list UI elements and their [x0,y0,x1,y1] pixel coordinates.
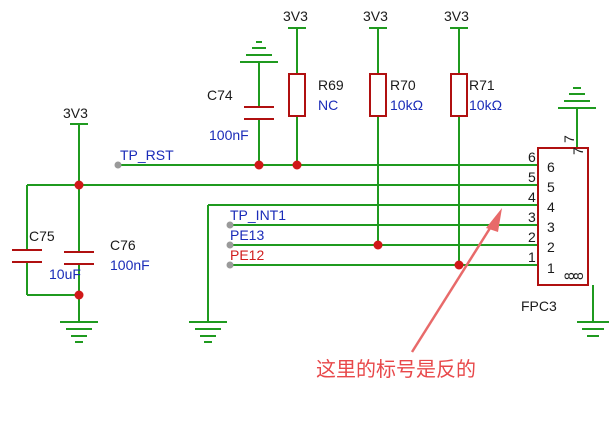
r69-ref: R69 [318,77,344,93]
ground-symbols [60,41,609,343]
pin-outer-2: 2 [528,229,536,245]
vcc-label-r69: 3V3 [283,8,308,24]
pin-7-outer: 7 [561,135,577,143]
r71-ref: R71 [469,77,495,93]
resistor-r69 [288,73,306,117]
r69-value: NC [318,97,338,113]
net-label-pe13: PE13 [230,227,264,243]
pin-inner-5: 5 [547,179,555,195]
gnd-icon-fpc-bottom [577,285,609,337]
vcc-symbols [70,27,468,125]
gnd-icon-fpc [558,87,596,109]
r70-value: 10kΩ [390,97,423,113]
annotation-arrow [410,208,502,353]
pin-inner-3: 3 [547,219,555,235]
gnd-icon-left [60,321,98,343]
pin-outer-4: 4 [528,189,536,205]
vcc-label-r70: 3V3 [363,8,388,24]
pin-outer-3: 3 [528,209,536,225]
r71-value: 10kΩ [469,97,502,113]
pin-inner-2: 2 [547,239,555,255]
vcc-label-r71: 3V3 [444,8,469,24]
pin-8-outer: 8 [570,272,586,280]
c74-value: 100nF [209,127,249,143]
junctions [74,160,464,300]
wires [26,28,578,322]
net-label-pe12: PE12 [230,247,264,263]
c76-value: 100nF [110,257,150,273]
capacitor-c74 [244,106,274,120]
pin-inner-1: 1 [547,260,555,276]
c76-ref: C76 [110,237,136,253]
net-label-tp-int1: TP_INT1 [230,207,286,223]
capacitor-c75 [12,249,42,263]
pin-outer-6: 6 [528,149,536,165]
capacitor-c76 [64,251,94,265]
pin-inner-4: 4 [547,199,555,215]
pin-7-inner: 7 [570,147,586,155]
pin-outer-5: 5 [528,169,536,185]
c74-ref: C74 [207,87,233,103]
c75-value: 10uF [49,266,81,282]
gnd-icon-mid [189,321,227,343]
connector-fpc3-body [537,147,589,286]
fpc3-ref: FPC3 [521,298,557,314]
component-bodies [12,73,589,286]
pin-inner-6: 6 [547,159,555,175]
c75-ref: C75 [29,228,55,244]
pin-outer-1: 1 [528,249,536,265]
pin-8-inner: 8 [561,272,577,280]
gnd-icon-c74 [240,41,278,63]
net-ports [114,161,234,269]
resistor-r70 [369,73,387,117]
vcc-label-left: 3V3 [63,105,88,121]
annotation-note: 这里的标号是反的 [316,358,476,381]
r70-ref: R70 [390,77,416,93]
resistor-r71 [450,73,468,117]
net-label-tp-rst: TP_RST [120,147,174,163]
